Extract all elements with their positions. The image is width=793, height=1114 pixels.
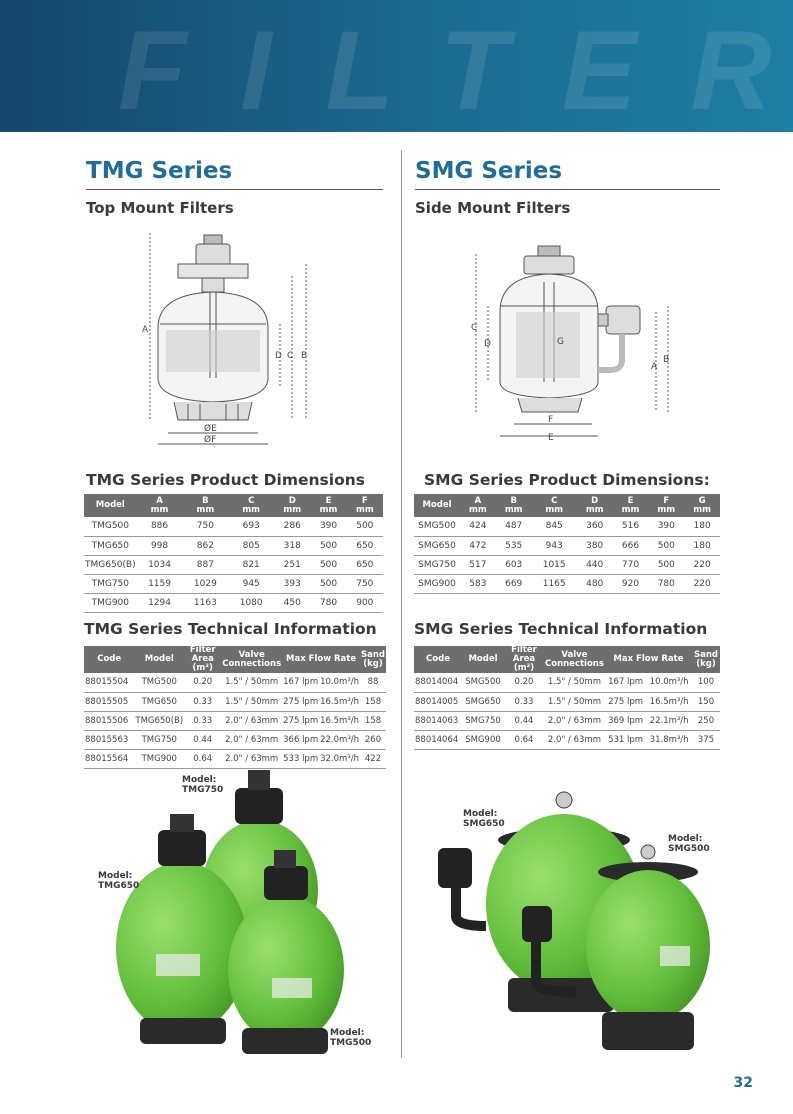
tmg-dimension-diagram: A D C B ØE ØF [142, 233, 307, 445]
smg-tech-header-flow: Max Flow Rate [604, 646, 692, 673]
header-banner: FILTER [0, 0, 793, 132]
smg-tech-header-sand: Sand(kg) [692, 646, 720, 673]
smg-title-rule [415, 189, 720, 190]
smg-label-d: D [484, 339, 491, 349]
smg-label-c: C [471, 323, 477, 333]
smg-label-a: A [651, 362, 658, 372]
tmg-label-a: A [142, 325, 149, 335]
tmg-dimensions-title: TMG Series Product Dimensions [86, 471, 365, 489]
smg-dimension-diagram: C D G A B F E [471, 245, 669, 443]
smg-label-g: G [557, 337, 564, 347]
caption-smg650: Model:SMG650 [463, 809, 505, 829]
tmg-tech-header-flow: Max Flow Rate [282, 646, 360, 673]
tmg-label-e: ØE [204, 423, 217, 434]
page-number: 32 [733, 1075, 753, 1091]
tmg-tech-header-code: Code [84, 646, 135, 673]
caption-tmg500: Model:TMG500 [330, 1028, 372, 1048]
smg-tech-header-model: Model [462, 646, 504, 673]
smg-tech-title: SMG Series Technical Information [414, 620, 708, 638]
tmg-tech-header-model: Model [134, 646, 185, 673]
tmg-product-photo [116, 770, 344, 1054]
tmg-label-d: D [275, 351, 282, 361]
tmg-label-b: B [301, 351, 307, 361]
tmg-tech-header-sand: Sand(kg) [359, 646, 386, 673]
smg-series-title: SMG Series [415, 158, 563, 184]
tmg-label-c: C [287, 351, 293, 361]
smg-label-f: F [548, 415, 553, 425]
smg-dimensions-title: SMG Series Product Dimensions: [424, 471, 710, 489]
smg-label-b: B [663, 355, 669, 365]
smg-header: SMG Series Side Mount Filters [415, 155, 720, 217]
caption-tmg650: Model:TMG650 [98, 871, 140, 891]
tmg-header: TMG Series Top Mount Filters [86, 155, 383, 217]
column-divider [401, 150, 402, 1058]
smg-tech-header-code: Code [414, 646, 462, 673]
tmg-dim-header-model: Model [84, 494, 137, 517]
smg-dim-header-model: Model [414, 494, 460, 517]
smg-series-subtitle: Side Mount Filters [415, 199, 571, 217]
tmg-tech-title: TMG Series Technical Information [84, 620, 377, 638]
tmg-label-f: ØF [204, 434, 216, 445]
tmg-series-title: TMG Series [86, 158, 233, 184]
smg-label-e: E [548, 433, 554, 443]
caption-tmg750: Model:TMG750 [182, 775, 224, 795]
tmg-title-rule [86, 189, 383, 190]
tmg-series-subtitle: Top Mount Filters [86, 199, 234, 217]
smg-product-photo [438, 791, 710, 1050]
caption-smg500: Model:SMG500 [668, 834, 710, 854]
banner-watermark-word: FILTER [118, 8, 793, 132]
